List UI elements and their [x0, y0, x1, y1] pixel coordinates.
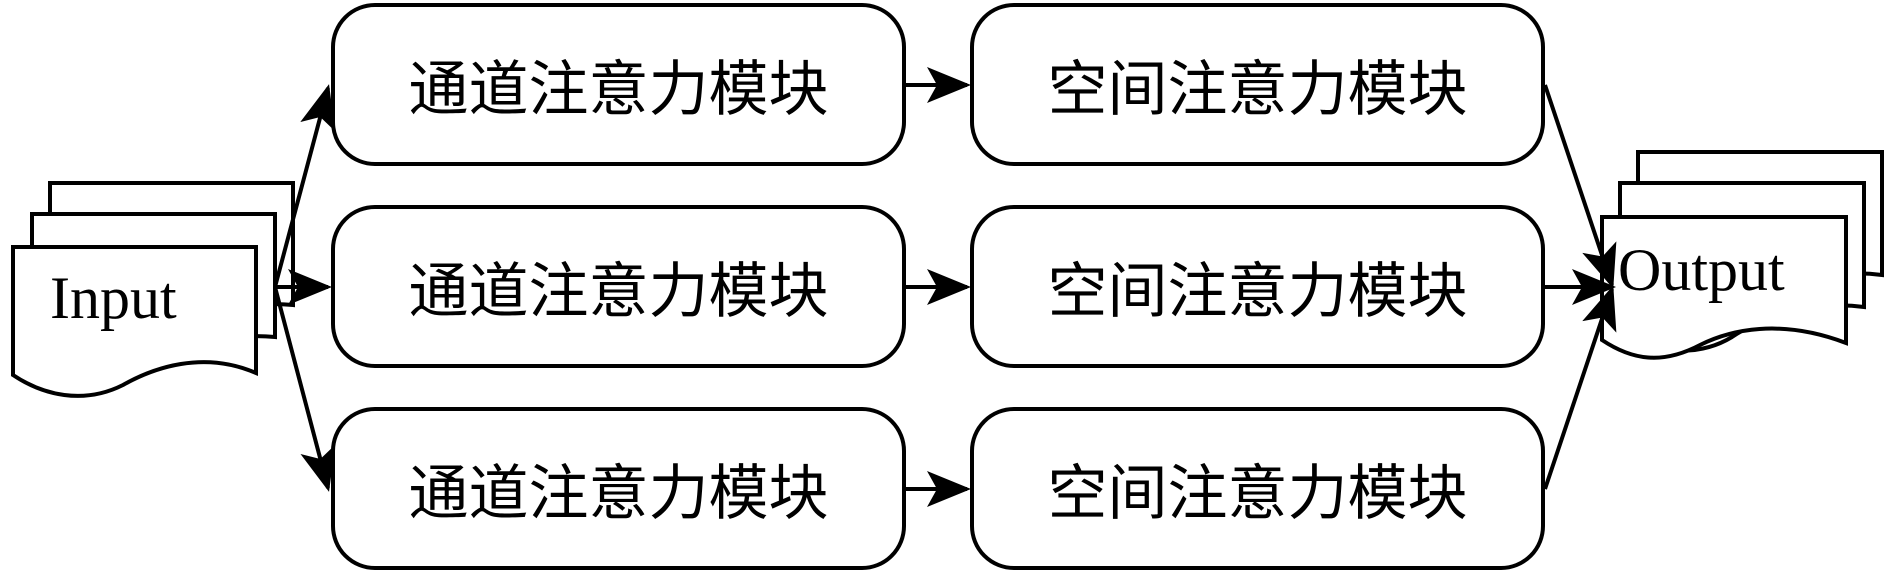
channel-attention-module-1: 通道注意力模块	[331, 3, 906, 166]
spatial-attention-module-1: 空间注意力模块	[970, 3, 1545, 166]
spatial-attention-module-3: 空间注意力模块	[970, 407, 1545, 570]
arrow-branch1-to-output	[1543, 84, 1617, 289]
channel-attention-module-2: 通道注意力模块	[331, 205, 906, 368]
output-document-stack-icon	[1600, 150, 1884, 360]
arrow-input-to-branch1	[273, 84, 336, 288]
output-arrows	[1543, 84, 1617, 490]
arrow-input-to-branch3	[273, 286, 336, 492]
input-doc-front	[11, 245, 258, 398]
spatial-attention-module-2: 空间注意力模块	[970, 205, 1545, 368]
input-arrows	[273, 84, 336, 492]
output-doc-front	[1600, 215, 1848, 360]
channel-attention-module-3: 通道注意力模块	[331, 407, 906, 570]
middle-arrows	[906, 67, 971, 507]
input-label: Input	[50, 265, 177, 331]
arrow-branch3-to-output	[1543, 285, 1617, 490]
input-document-stack-icon	[11, 181, 295, 398]
output-label: Output	[1618, 237, 1785, 303]
